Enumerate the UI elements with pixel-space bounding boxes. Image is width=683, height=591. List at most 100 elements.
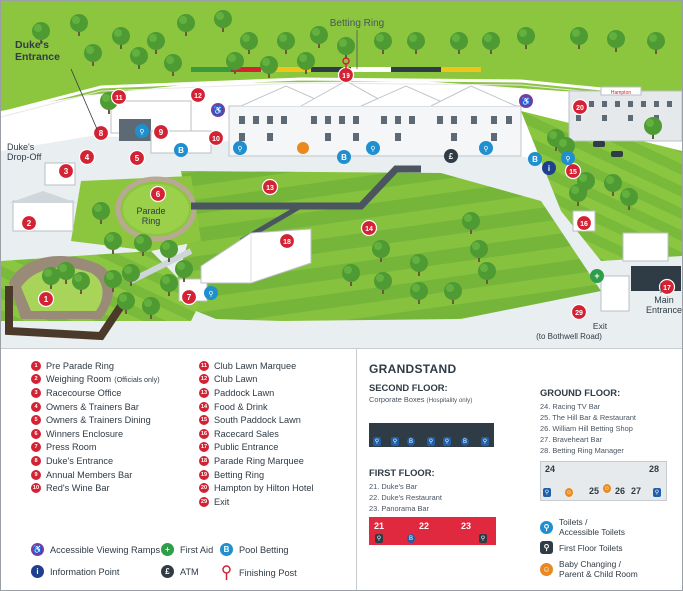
accessible-ramp-icon: ♿ (31, 543, 44, 556)
finishing-post-icon (342, 57, 350, 79)
toilets-icon: ⚲ (391, 437, 399, 446)
map-marker-2: 2 (20, 214, 38, 232)
legend-label: Owners & Trainers Bar (46, 401, 139, 412)
svg-text:7: 7 (187, 293, 192, 302)
tree-icon (240, 32, 258, 54)
floor-list-item: 27. Braveheart Bar (540, 435, 603, 444)
legend-number-badge: 10 (31, 483, 41, 494)
legend-label: Duke's Entrance (46, 455, 114, 466)
legend-accessible-ramps: ♿ Accessible Viewing Ramps (31, 543, 161, 556)
tree-icon (607, 30, 625, 52)
svg-text:9: 9 (159, 128, 164, 137)
toilets-icon: ⚲ (481, 437, 489, 446)
map-marker-10: 10 (207, 129, 225, 147)
toilets-icon: ⚲ (204, 286, 218, 300)
tree-icon (337, 37, 355, 59)
tree-icon (147, 32, 165, 54)
tree-icon (462, 212, 480, 234)
buildings (9, 100, 681, 312)
floor-list-item: 21. Duke's Bar (369, 482, 418, 491)
information-point-icon: i (542, 161, 556, 175)
legend-number-badge: 7 (31, 442, 41, 453)
toilets-icon: ⚲ (543, 488, 551, 497)
tree-icon (647, 32, 665, 54)
key-first-floor-toilets: ⚲ First Floor Toilets (540, 541, 623, 554)
exit-sublabel: (to Bothwell Road) (536, 332, 602, 341)
pool-betting-icon: B (461, 437, 469, 446)
legend-number-badge: 29 (199, 496, 209, 507)
legend-number-badge: 8 (31, 455, 41, 466)
first-floor-toilets-icon: ⚲ (540, 541, 553, 554)
legend-number-badge: 9 (31, 469, 41, 480)
legend-label: Betting Ring (214, 469, 265, 480)
hotel-sign: Hampton (611, 90, 632, 96)
first-aid-icon: + (161, 543, 174, 556)
legend-label: Parade Ring Marquee (214, 455, 304, 466)
legend-label: Racecourse Office (46, 387, 122, 398)
legend-finishing-post: Finishing Post (220, 565, 297, 580)
tree-icon (72, 272, 90, 294)
legend-label: Pre Parade Ring (46, 360, 114, 371)
tree-icon (142, 297, 160, 319)
second-floor-text: Corporate Boxes (Hospitality only) (369, 395, 473, 404)
betting-ring-label: Betting Ring (330, 18, 384, 29)
baby-changing-icon: ☺ (540, 562, 553, 576)
key-toilets: ⚲ Toilets /Accessible Toilets (540, 517, 625, 537)
tree-icon (117, 292, 135, 314)
svg-text:29: 29 (575, 310, 583, 317)
legend-label: South Paddock Lawn (214, 415, 301, 426)
floor-list-item: 23. Panorama Bar (369, 504, 429, 513)
baby-changing-icon: ☺ (565, 488, 573, 497)
legend-label: Red's Wine Bar (46, 483, 110, 494)
tree-icon (478, 262, 496, 284)
tree-icon (444, 282, 462, 304)
tree-icon (134, 234, 152, 256)
map-marker-8: 8 (92, 124, 110, 142)
legend-number-badge: 17 (199, 442, 209, 453)
tree-icon (177, 14, 195, 36)
svg-text:17: 17 (663, 285, 671, 292)
tree-icon (175, 260, 193, 282)
map-markers: 123456789101112131415161718192029 (20, 66, 676, 321)
map-marker-17: 17 (658, 278, 676, 296)
legend-item: 8 Duke's Entrance (31, 454, 160, 468)
floor-list-item: 24. Racing TV Bar (540, 402, 601, 411)
atm-icon: £ (444, 149, 458, 163)
trees (32, 10, 665, 319)
map-marker-4: 4 (78, 148, 96, 166)
legend-label: Winners Enclosure (46, 428, 124, 439)
legend-label: Hampton by Hilton Hotel (214, 483, 314, 494)
first-floor-plan: 21 22 23 ⚲ B ⚲ (369, 517, 496, 545)
hotel-building: Hampton (568, 86, 682, 157)
svg-text:16: 16 (580, 221, 588, 228)
svg-text:11: 11 (115, 95, 123, 102)
accessible-ramp-icon: ♿ (519, 94, 533, 108)
svg-text:1: 1 (44, 295, 49, 304)
legend-number-badge: 3 (31, 387, 41, 398)
tree-icon (164, 54, 182, 76)
map-marker-1: 1 (37, 290, 55, 308)
tree-icon (297, 52, 315, 74)
tree-icon (604, 174, 622, 196)
ground-floor-heading: GROUND FLOOR: (540, 387, 621, 398)
pool-betting-icon: B (407, 534, 415, 543)
tree-icon (57, 262, 75, 284)
map-marker-29: 29 (570, 303, 588, 321)
atm-icon: £ (161, 565, 174, 578)
svg-text:⚲: ⚲ (565, 155, 570, 163)
second-floor-heading: SECOND FLOOR: (369, 382, 448, 393)
